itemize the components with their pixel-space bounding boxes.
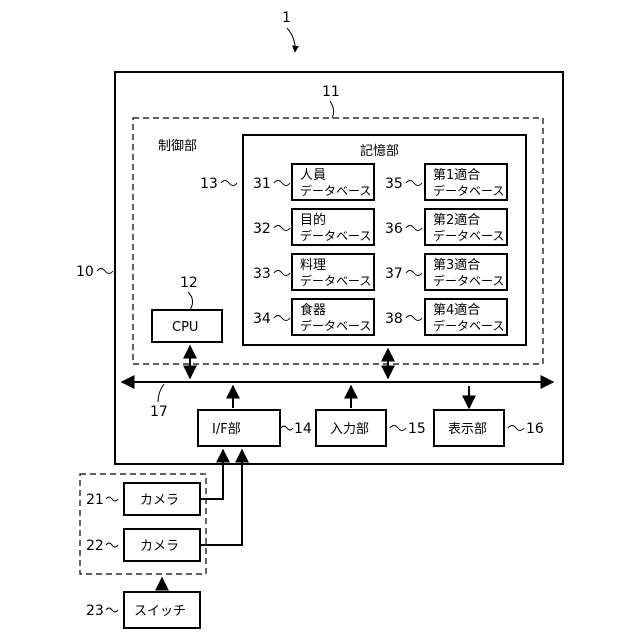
db-31-line1: 人員 (300, 168, 326, 183)
db-33-line2: データベース (300, 273, 371, 288)
db-38-ref: 38 (385, 311, 403, 327)
control-label: 制御部 (158, 139, 197, 154)
ref-storage: 13 (200, 176, 218, 192)
db-38-line1: 第4適合 (433, 302, 480, 318)
db-31-ref: 31 (253, 176, 271, 192)
db-37-ref: 37 (385, 266, 403, 282)
db-34-line1: 食器 (300, 302, 326, 318)
system-pointer (287, 28, 295, 52)
input-label: 入力部 (330, 422, 369, 437)
db-36-line2: データベース (433, 228, 504, 243)
ref-system: 1 (282, 10, 291, 26)
db-35-ref: 35 (385, 176, 403, 192)
db-31-line2: データベース (300, 183, 371, 198)
switch-label: スイッチ (134, 604, 186, 619)
ref-camera2: 22 (86, 538, 104, 554)
db-34-line2: データベース (300, 318, 371, 333)
db-32-line2: データベース (300, 228, 371, 243)
db-35-line1: 第1適合 (433, 167, 480, 183)
db-33-line1: 料理 (300, 258, 326, 273)
db-37-line2: データベース (433, 273, 504, 288)
db-38-line2: データベース (433, 318, 504, 333)
ref-camera2-tilde (106, 543, 118, 547)
display-label: 表示部 (448, 422, 487, 437)
ref-cpu: 12 (180, 275, 198, 291)
ref-camera1: 21 (86, 492, 104, 508)
ref-camera1-tilde (106, 497, 118, 501)
ref-display: 16 (526, 421, 544, 437)
if-label: I/F部 (212, 422, 241, 437)
db-33-ref: 33 (253, 266, 271, 282)
storage-label: 記憶部 (360, 143, 399, 159)
ref-input: 15 (408, 421, 426, 437)
ref-if: 14 (294, 421, 312, 437)
ref-device: 10 (76, 264, 94, 280)
db-36-line1: 第2適合 (433, 212, 480, 228)
camera1-label: カメラ (140, 493, 179, 508)
ref-device-tilde (97, 269, 113, 274)
ref-control: 11 (322, 84, 340, 100)
db-36-ref: 36 (385, 221, 403, 237)
db-32-ref: 32 (253, 221, 271, 237)
cpu-label: CPU (172, 320, 198, 335)
db-34-ref: 34 (253, 311, 271, 327)
ref-bus: 17 (150, 404, 168, 420)
ref-switch: 23 (86, 603, 104, 619)
db-32-line1: 目的 (300, 212, 326, 228)
camera2-label: カメラ (140, 539, 179, 554)
db-37-line1: 第3適合 (433, 257, 480, 273)
db-35-line2: データベース (433, 183, 504, 198)
ref-switch-tilde (106, 608, 118, 612)
